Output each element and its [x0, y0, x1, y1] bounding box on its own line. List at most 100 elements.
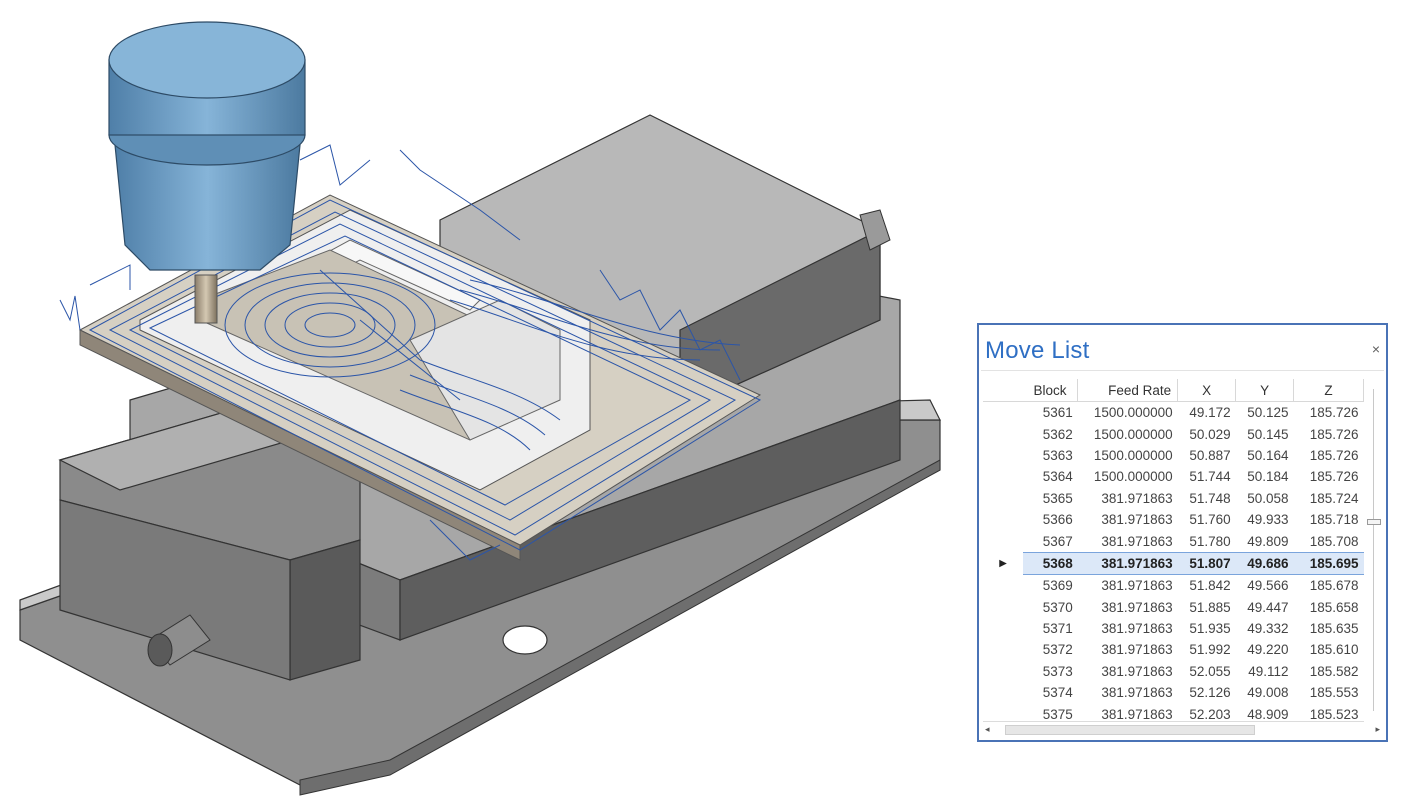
row-pointer-icon	[983, 618, 1023, 639]
cell-y: 49.686	[1235, 551, 1294, 576]
cell-x: 49.172	[1189, 405, 1231, 421]
row-pointer-icon	[983, 402, 1023, 424]
cell-block: 5361	[1042, 405, 1073, 421]
column-header-y[interactable]: Y	[1235, 379, 1295, 402]
cell-feed-rate: 381.971863	[1101, 621, 1173, 637]
cell-feed-rate: 381.971863	[1101, 706, 1173, 721]
scroll-right-icon[interactable]: ▸	[1375, 724, 1380, 734]
cell-feed-rate: 381.971863	[1101, 599, 1173, 615]
cell-z: 185.726	[1309, 469, 1359, 485]
cell-z: 185.610	[1309, 642, 1359, 658]
cell-feed-rate: 381.971863	[1101, 490, 1173, 506]
cell-x: 50.887	[1189, 447, 1231, 463]
cell-x: 51.885	[1189, 599, 1231, 615]
cell-feed-rate: 381.971863	[1101, 642, 1173, 658]
horizontal-scroll-thumb[interactable]	[1005, 725, 1255, 735]
cell-z: 185.582	[1309, 663, 1359, 679]
cell-z: 185.726	[1309, 405, 1359, 421]
cell-block: 5364	[1042, 469, 1073, 485]
row-pointer-icon	[983, 703, 1023, 721]
cell-block: 5372	[1042, 642, 1073, 658]
column-header-feed-rate[interactable]: Feed Rate	[1077, 379, 1179, 402]
cell-x: 51.744	[1189, 469, 1231, 485]
scroll-thumb[interactable]	[1367, 519, 1381, 525]
cell-block: 5362	[1042, 426, 1073, 442]
vise-screw	[147, 614, 211, 667]
cell-y: 49.008	[1247, 685, 1289, 701]
column-header-block[interactable]: Block	[1022, 379, 1079, 402]
table-row[interactable]: 5363 1500.000000 50.887 50.164 185.726	[983, 445, 1364, 466]
column-header-x[interactable]: X	[1177, 379, 1237, 402]
panel-title: Move List	[985, 337, 1090, 364]
table-row[interactable]: 5364 1500.000000 51.744 50.184 185.726	[983, 466, 1364, 487]
cell-y: 49.332	[1247, 621, 1289, 637]
cell-z: 185.726	[1309, 426, 1359, 442]
cell-z: 185.718	[1309, 512, 1359, 528]
title-divider	[981, 370, 1384, 371]
cell-z: 185.523	[1309, 706, 1359, 721]
cell-x: 52.055	[1189, 663, 1231, 679]
cell-x: 52.126	[1189, 685, 1231, 701]
move-list-grid[interactable]: Block Feed Rate X Y Z 5361 1500.000000 49.…	[983, 379, 1364, 721]
vertical-scrollbar[interactable]	[1366, 379, 1382, 721]
cell-feed-rate: 1500.000000	[1093, 447, 1173, 463]
row-pointer-icon	[983, 639, 1023, 660]
cell-y: 49.447	[1247, 599, 1289, 615]
cell-y: 50.058	[1247, 490, 1289, 506]
cell-z: 185.553	[1309, 685, 1359, 701]
scroll-left-icon[interactable]: ◂	[985, 724, 990, 734]
cell-block: 5365	[1042, 490, 1073, 506]
table-header-row: Block Feed Rate X Y Z	[983, 379, 1364, 402]
cell-feed-rate: 381.971863	[1101, 663, 1173, 679]
table-row[interactable]: 5372 381.971863 51.992 49.220 185.610	[983, 639, 1364, 660]
row-pointer-icon	[983, 466, 1023, 487]
cell-block: 5369	[1042, 578, 1073, 594]
cell-y: 50.164	[1247, 447, 1289, 463]
cell-feed-rate: 381.971863	[1101, 512, 1173, 528]
cell-x: 50.029	[1189, 426, 1231, 442]
cell-y: 50.125	[1247, 405, 1289, 421]
cell-z: 185.726	[1309, 447, 1359, 463]
close-icon[interactable]: ×	[1371, 341, 1380, 357]
cell-y: 48.909	[1247, 706, 1289, 721]
table-row[interactable]: 5366 381.971863 51.760 49.933 185.718	[983, 509, 1364, 530]
cell-y: 50.184	[1247, 469, 1289, 485]
cell-feed-rate: 1500.000000	[1093, 469, 1173, 485]
cell-block: 5363	[1042, 447, 1073, 463]
row-pointer-icon	[983, 597, 1023, 618]
cell-x: 51.992	[1189, 642, 1231, 658]
cell-x: 51.780	[1189, 533, 1231, 549]
table-row[interactable]: 5374 381.971863 52.126 49.008 185.553	[983, 682, 1364, 703]
row-pointer-icon	[983, 423, 1023, 444]
scroll-track	[1373, 389, 1374, 711]
cell-x: 51.760	[1189, 512, 1231, 528]
cutting-tool	[108, 21, 306, 324]
base-slot	[502, 625, 548, 655]
cell-z: 185.635	[1309, 621, 1359, 637]
horizontal-scrollbar[interactable]: ◂ ▸	[983, 721, 1380, 738]
table-row[interactable]: 5370 381.971863 51.885 49.447 185.658	[983, 597, 1364, 618]
cell-z: 185.658	[1309, 599, 1359, 615]
cell-block: 5366	[1042, 512, 1073, 528]
cell-feed-rate: 381.971863	[1101, 685, 1173, 701]
row-pointer-icon	[983, 488, 1023, 509]
cell-block: 5370	[1042, 599, 1073, 615]
cell-x: 51.842	[1189, 578, 1231, 594]
column-header-z[interactable]: Z	[1293, 379, 1364, 402]
cell-y: 49.933	[1247, 512, 1289, 528]
3d-viewport[interactable]	[0, 0, 960, 800]
cell-block: 5374	[1042, 685, 1073, 701]
cell-x: 51.807	[1177, 551, 1236, 576]
cell-y: 49.220	[1247, 642, 1289, 658]
row-pointer-icon	[983, 682, 1023, 703]
cell-block: 5368	[1022, 551, 1078, 576]
